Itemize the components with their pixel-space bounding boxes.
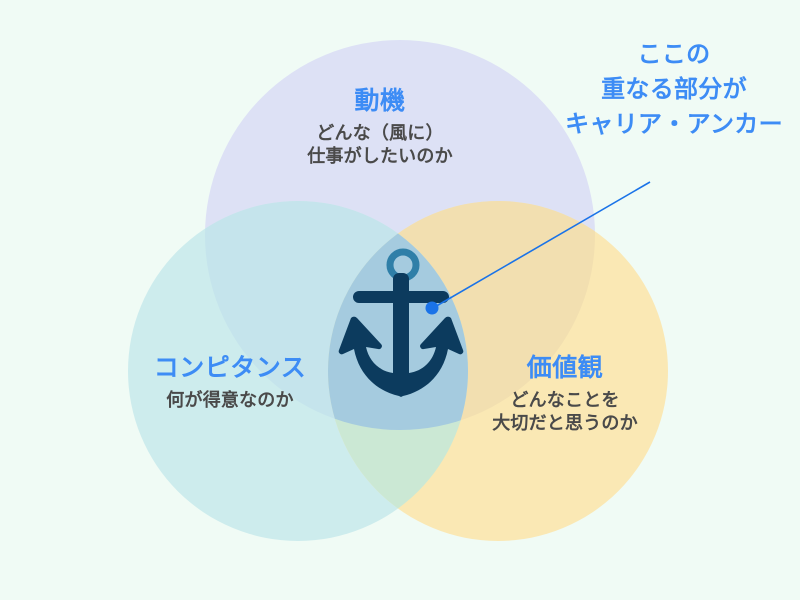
- label-values-subtitle-line-1: どんなことを: [510, 390, 620, 410]
- callout-connector-dot: [425, 301, 439, 315]
- label-competence-title: コンピタンス: [153, 354, 307, 382]
- label-motivation-subtitle: どんな（風に） 仕事がしたいのか: [270, 122, 490, 168]
- callout-line-2: 重なる部分が: [601, 75, 747, 103]
- label-competence: コンピタンス 何が得意なのか: [120, 352, 340, 412]
- label-values: 価値観 どんなことを 大切だと思うのか: [455, 352, 675, 435]
- label-motivation: 動機 どんな（風に） 仕事がしたいのか: [270, 85, 490, 168]
- label-values-subtitle-line-2: 大切だと思うのか: [492, 413, 638, 434]
- callout-text: ここの 重なる部分が キャリア・アンカー: [548, 38, 800, 142]
- callout-line-3: キャリア・アンカー: [565, 110, 783, 138]
- label-values-subtitle: どんなことを 大切だと思うのか: [455, 389, 675, 435]
- label-competence-subtitle-line-1: 何が得意なのか: [166, 390, 294, 410]
- label-motivation-subtitle-line-1: どんな（風に）: [316, 123, 444, 143]
- label-motivation-subtitle-line-2: 仕事がしたいのか: [307, 146, 453, 167]
- anchor-icon: [338, 248, 464, 397]
- overlap-center: [328, 201, 468, 430]
- callout-line-1: ここの: [637, 41, 711, 68]
- label-motivation-title: 動機: [354, 87, 406, 115]
- callout-connector-line: [432, 181, 651, 309]
- label-competence-subtitle: 何が得意なのか: [120, 389, 340, 412]
- label-values-title: 価値観: [526, 354, 604, 382]
